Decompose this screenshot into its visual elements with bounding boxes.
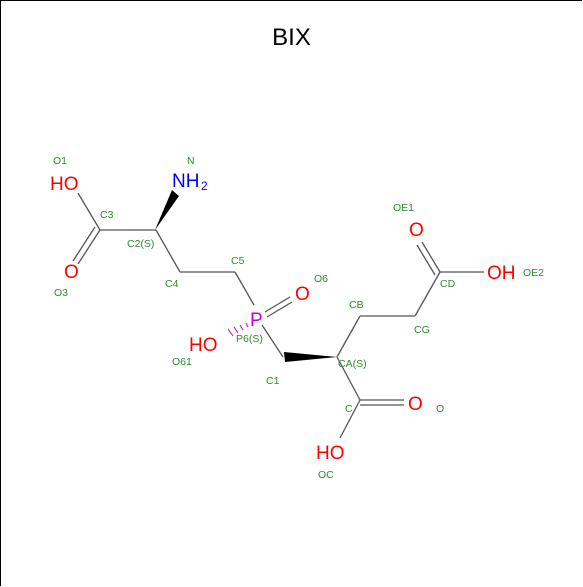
- bond-c3-o-double: [72, 226, 96, 262]
- label-o: O: [436, 403, 444, 415]
- bond-p-c1: [261, 324, 284, 358]
- label-c: C: [345, 403, 353, 415]
- bond-c5-p: [234, 271, 255, 306]
- label-c1: C1: [266, 375, 280, 387]
- wedge-c2-n: [155, 190, 179, 230]
- atom-o-left: O: [64, 262, 79, 283]
- label-oe2: OE2: [523, 267, 544, 279]
- label-cas: CA(S): [338, 358, 367, 370]
- label-c2s: C2(S): [127, 238, 154, 250]
- bond-ca-cb: [336, 315, 361, 358]
- label-n: N: [187, 155, 195, 167]
- molecule-title: BIX: [272, 24, 311, 51]
- label-cg: CG: [414, 324, 430, 336]
- label-cb: CB: [349, 299, 364, 311]
- label-c4: C4: [165, 278, 179, 290]
- bonds: [72, 192, 484, 439]
- label-o61: O61: [172, 356, 192, 368]
- label-c5: C5: [231, 255, 245, 267]
- bond-c3-oh: [77, 192, 101, 231]
- atom-ho-bottom: HO: [316, 443, 345, 464]
- atom-ho-p: HO: [189, 335, 218, 356]
- bond-p-o-double: [266, 301, 293, 318]
- atom-oh-right: OH: [487, 263, 516, 284]
- bond-cg-cd: [414, 271, 441, 317]
- bond-cd-o-double: [416, 244, 436, 276]
- atom-ho-top: HO: [50, 174, 79, 195]
- bond-p-o: [264, 296, 291, 313]
- atom-o-top-right: O: [409, 220, 424, 241]
- label-o6: O6: [314, 273, 328, 285]
- bond-c3-o: [77, 229, 101, 265]
- atom-o-p: O: [295, 284, 310, 305]
- label-o3: O3: [54, 287, 68, 299]
- bond-c-oh: [339, 399, 361, 439]
- atom-o-c: O: [408, 394, 423, 415]
- atom-nh2-subscript: 2: [201, 179, 208, 193]
- label-oc: OC: [318, 469, 334, 481]
- bond-cd-o: [421, 241, 441, 273]
- label-oe1: OE1: [393, 202, 414, 214]
- label-p6s: P6(S): [236, 333, 263, 345]
- hash-p-oh: [227, 322, 249, 337]
- label-o1: O1: [53, 155, 67, 167]
- label-c3: C3: [100, 209, 114, 221]
- bond-c2-c4: [155, 229, 181, 273]
- bond-ca-c: [336, 356, 361, 401]
- label-cd: CD: [440, 278, 456, 290]
- atom-nh2: NH: [172, 171, 199, 192]
- atom-p: P: [250, 310, 263, 331]
- wedge-ca-c1: [284, 352, 337, 362]
